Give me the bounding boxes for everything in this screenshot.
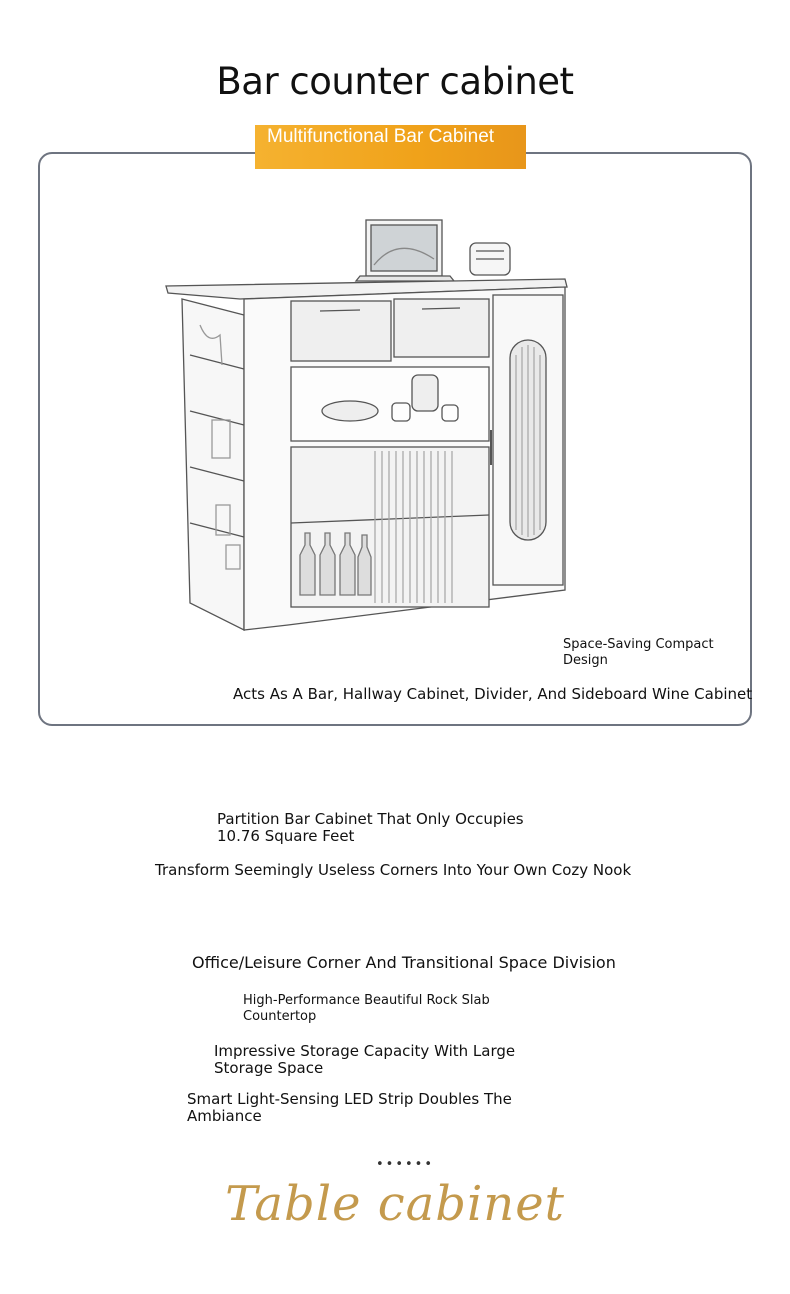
- feature-partition: Partition Bar Cabinet That Only Occupies…: [217, 810, 524, 845]
- uses-label: Acts As A Bar, Hallway Cabinet, Divider,…: [233, 685, 753, 703]
- wine-bottles-icon: [299, 532, 372, 596]
- feature-storage: Impressive Storage Capacity With Large S…: [214, 1042, 516, 1077]
- bar-cabinet-illustration: [165, 219, 568, 632]
- feature-office: Office/Leisure Corner And Transitional S…: [192, 953, 616, 972]
- feature-led: Smart Light-Sensing LED Strip Doubles Th…: [187, 1090, 512, 1125]
- feature-corners: Transform Seemingly Useless Corners Into…: [155, 861, 632, 879]
- laptop-icon: [354, 219, 456, 282]
- category-badge: Multifunctional Bar Cabinet: [255, 125, 526, 169]
- glass-cup-icon: [469, 242, 511, 276]
- page-title: Bar counter cabinet: [216, 60, 574, 103]
- script-title: Table cabinet: [225, 1176, 565, 1232]
- separator-dots: ••••••: [376, 1157, 435, 1172]
- feature-countertop: High-Performance Beautiful Rock Slab Cou…: [243, 993, 490, 1024]
- compact-design-label: Space-Saving Compact Design: [563, 637, 714, 668]
